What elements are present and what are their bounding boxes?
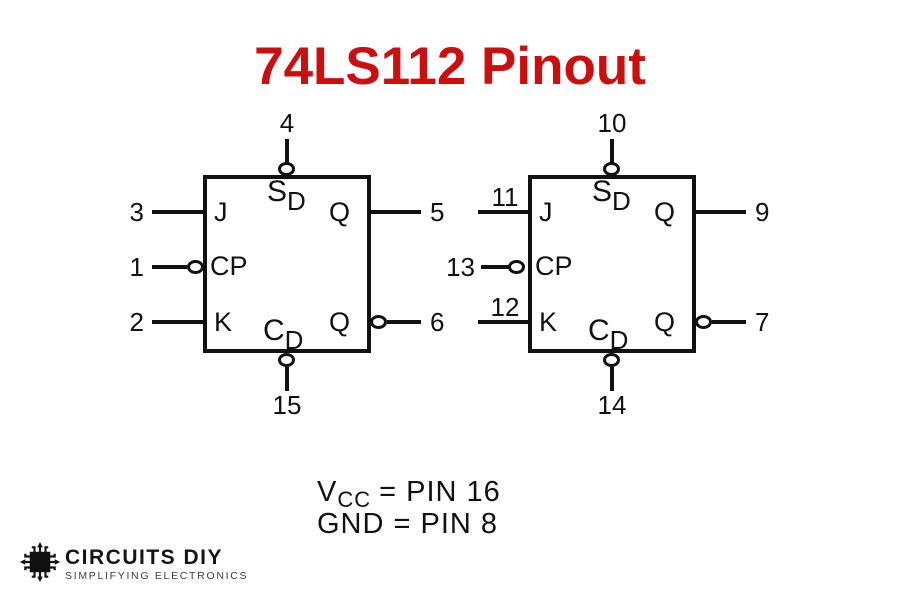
ff1-clear-label: CD	[263, 314, 303, 356]
ff1-set-pin-line	[285, 139, 289, 163]
ff2-cp-label: CP	[535, 251, 573, 281]
ff2-clear-label-main: C	[588, 314, 610, 347]
ff2-qbar-pin-line	[712, 320, 746, 324]
ff1-clear-label-sub: D	[284, 325, 304, 355]
ff2-k-label: K	[539, 307, 558, 337]
ff1-clear-label-main: C	[263, 314, 285, 347]
page-title: 74LS112 Pinout	[254, 37, 646, 96]
ff1-j-label: J	[214, 197, 228, 227]
ff1-set-label: SD	[267, 175, 306, 217]
ff1-cp-inversion-bubble	[187, 260, 204, 274]
ff1-cp-pin-number: 1	[129, 252, 144, 282]
ff2-set-label-sub: D	[612, 186, 631, 216]
logo-brand: CIRCUITS DIY	[65, 546, 224, 569]
ff2-clear-inversion-bubble	[603, 353, 620, 367]
ff1-cp-label: CP	[210, 251, 248, 281]
gnd-note: GND = PIN 8	[317, 508, 499, 540]
ff2-k-pin-line	[478, 320, 528, 324]
ff2-k-pin-number: 12	[490, 292, 520, 322]
ff1-cp-pin-line	[152, 265, 187, 269]
ff2-j-pin-number: 11	[491, 182, 519, 212]
ff2-body	[528, 175, 696, 353]
ff1-qbar-pin-line	[387, 320, 421, 324]
ff1-k-pin-line	[152, 320, 203, 324]
ff2-qbar-label: Q	[654, 307, 676, 337]
ff2-set-inversion-bubble	[603, 162, 620, 176]
power-notes: VCC = PIN 16 GND = PIN 8	[317, 477, 501, 539]
vcc-symbol: V	[317, 476, 338, 508]
ff1-j-pin-line	[152, 210, 203, 214]
ff2-clear-pin-number: 14	[597, 390, 627, 420]
ff2-clear-pin-line	[610, 367, 614, 391]
ff2-set-label: SD	[592, 175, 631, 217]
ff1-set-pin-number: 4	[279, 108, 295, 138]
ff1-set-inversion-bubble	[278, 162, 295, 176]
vcc-subscript: CC	[337, 487, 372, 512]
ff1-q-pin-line	[371, 210, 421, 214]
vcc-value: = PIN 16	[379, 476, 501, 508]
ff1-j-pin-number: 3	[129, 197, 144, 227]
ff2-q-pin-number: 9	[755, 197, 770, 227]
logo-text: CIRCUITS DIY SIMPLIFYING ELECTRONICS	[65, 547, 248, 582]
ff2-j-pin-line	[478, 210, 528, 214]
ff2-cp-pin-line	[481, 265, 509, 269]
ff2-clear-label: CD	[588, 314, 628, 356]
ff2-cp-pin-number: 13	[446, 252, 475, 282]
ff1-set-label-sub: D	[287, 186, 306, 216]
ff2-cp-inversion-bubble	[508, 260, 525, 274]
ff2-q-pin-line	[696, 210, 746, 214]
ff2-set-label-main: S	[592, 175, 613, 208]
ff1-body	[203, 175, 371, 353]
ff1-qbar-pin-number: 6	[430, 307, 445, 337]
ff1-qbar-inversion-bubble	[370, 315, 387, 329]
ff2-set-pin-number: 10	[597, 108, 627, 138]
ff2-qbar-pin-number: 7	[755, 307, 770, 337]
ff2-set-pin-line	[610, 139, 614, 163]
ff1-set-label-main: S	[267, 175, 288, 208]
ff1-qbar-label: Q	[329, 307, 351, 337]
ff2-q-label: Q	[654, 197, 676, 227]
ff1-k-pin-number: 2	[129, 307, 144, 337]
logo-tagline: SIMPLIFYING ELECTRONICS	[65, 570, 249, 582]
ff1-clear-pin-line	[285, 367, 289, 391]
vcc-note: VCC = PIN 16	[317, 476, 501, 512]
ff1-q-pin-number: 5	[430, 197, 445, 227]
ff2-j-label: J	[539, 197, 553, 227]
ff2-qbar-inversion-bubble	[695, 315, 712, 329]
ff1-clear-inversion-bubble	[278, 353, 295, 367]
chip-icon	[18, 540, 62, 589]
ff2-clear-label-sub: D	[609, 325, 629, 355]
ff1-q-label: Q	[329, 197, 351, 227]
ff1-k-label: K	[214, 307, 233, 337]
ff1-clear-pin-number: 15	[272, 390, 302, 420]
logo: CIRCUITS DIY SIMPLIFYING ELECTRONICS	[18, 540, 248, 589]
